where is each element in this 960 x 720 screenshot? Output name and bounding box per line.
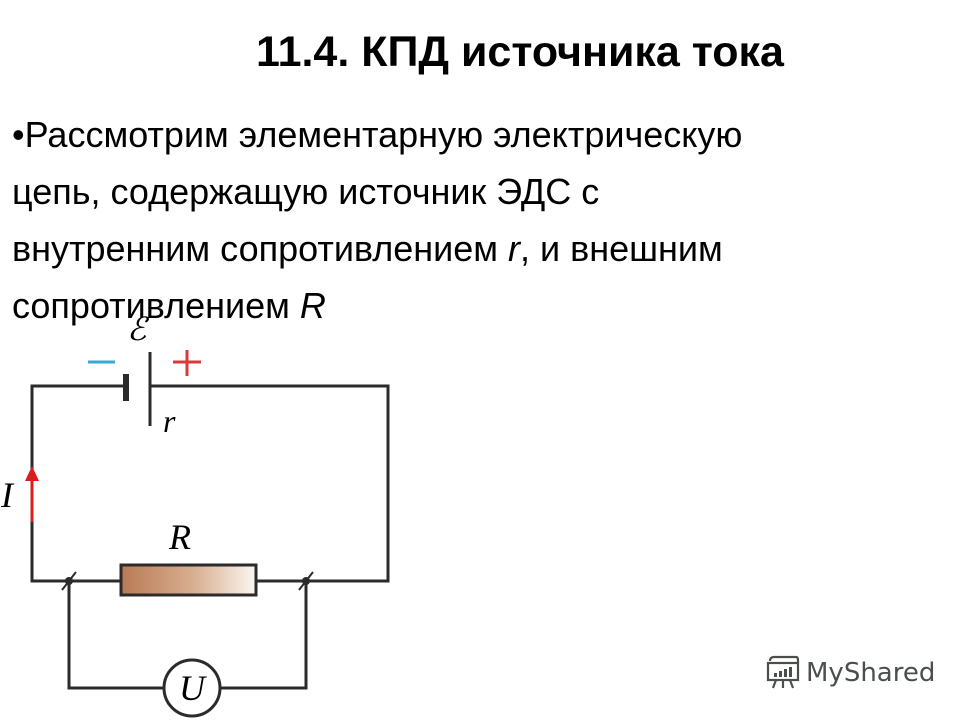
var-R: R: [299, 285, 326, 326]
battery-negative-plate: [123, 374, 129, 401]
current-arrow-icon: [25, 466, 39, 481]
presentation-board-icon: [766, 655, 800, 689]
slide-paragraph: •Рассмотрим элементарную электрическую ц…: [12, 106, 912, 334]
var-r: r: [508, 228, 521, 269]
watermark-text: MyShared: [806, 658, 936, 688]
wire-voltmeter-branch: [67, 581, 164, 690]
line-3-text-b: , и внешним: [520, 228, 723, 269]
voltmeter-label: U: [179, 668, 207, 708]
current-label: I: [0, 475, 15, 515]
paragraph-line-4: сопротивлением R: [12, 277, 912, 334]
internal-resistance-label: r: [163, 403, 176, 439]
watermark-logo: MyShared: [766, 655, 935, 691]
junction-left: [61, 571, 77, 591]
slide-title: 11.4. КПД источника тока: [256, 28, 784, 76]
emf-label: ℰ: [127, 310, 150, 348]
paragraph-line-2: цепь, содержащую источник ЭДС с: [12, 171, 600, 212]
junction-right: [298, 571, 314, 591]
circuit-diagram: ℰ r I R U: [0, 310, 390, 718]
line-4-text-a: сопротивлением: [12, 285, 300, 326]
plus-sign-icon: [173, 350, 201, 376]
wire-voltmeter-branch-right: [220, 581, 308, 690]
wires: [30, 384, 390, 690]
wire-left-top: [30, 384, 126, 583]
bullet: •: [12, 114, 25, 155]
paragraph-line-1: •Рассмотрим элементарную электрическую: [12, 106, 912, 163]
wire-right: [151, 384, 390, 583]
line-3-text-a: внутренним сопротивлением: [12, 228, 509, 269]
resistor: [119, 563, 258, 597]
voltmeter-icon: [162, 658, 222, 718]
resistor-label: R: [168, 517, 191, 557]
paragraph-line-3: внутренним сопротивлением r, и внешним: [12, 220, 912, 277]
line-1-text: Рассмотрим элементарную электрическую: [24, 114, 743, 155]
